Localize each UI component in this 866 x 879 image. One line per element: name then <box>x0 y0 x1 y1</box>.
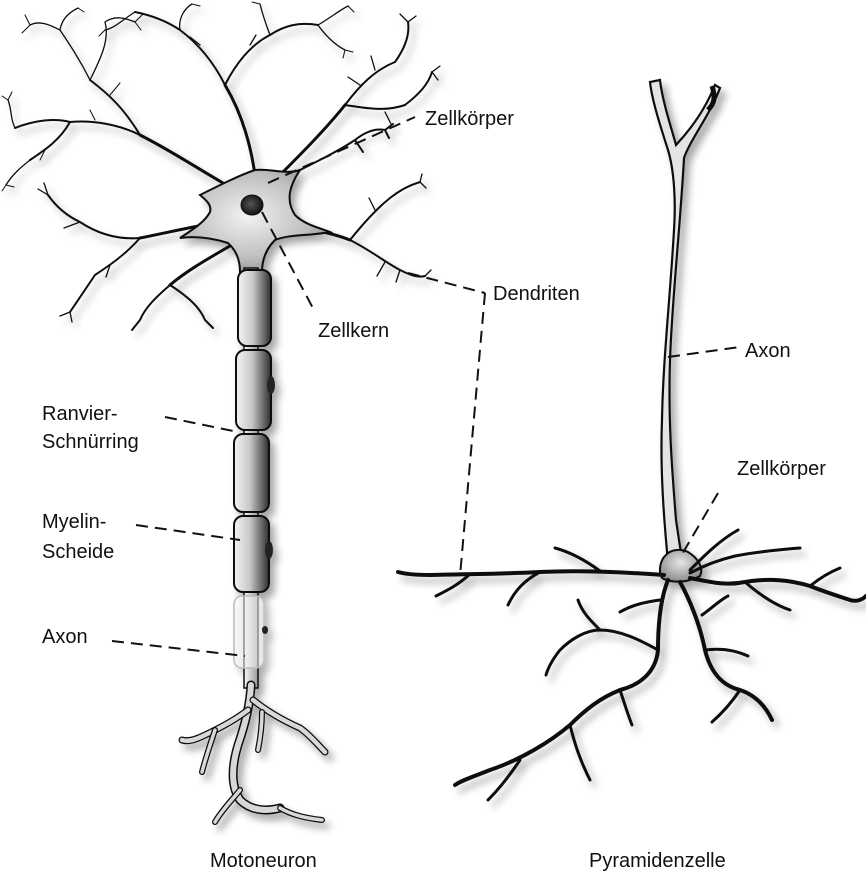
label-ranvier-line1: Ranvier- <box>42 403 118 425</box>
myelin-segments <box>234 270 275 668</box>
label-cell-body-pyramidal: Zellkörper <box>737 458 826 480</box>
label-myelin-line2: Scheide <box>42 541 114 563</box>
caption-motoneuron: Motoneuron <box>210 850 317 872</box>
pyramidal-dendrites <box>398 530 866 800</box>
leader-zellkoerper <box>268 117 415 183</box>
label-axon-pyramidal: Axon <box>745 340 791 362</box>
leader-axon-moto <box>112 641 245 656</box>
myelin-segment <box>238 270 271 346</box>
leader-dendriten <box>408 273 485 576</box>
schwann-nucleus <box>262 626 268 634</box>
label-myelin-line1: Myelin- <box>42 511 106 533</box>
leader-myelin <box>136 525 240 540</box>
label-dendrites: Dendriten <box>493 283 580 305</box>
label-axon-motoneuron: Axon <box>42 626 88 648</box>
axon-terminals <box>182 685 325 822</box>
labels: Zellkörper Zellkern Dendriten Ranvier- S… <box>42 108 826 872</box>
leader-ranvier <box>165 417 238 432</box>
pyramidal-cell <box>398 80 866 800</box>
schwann-nucleus <box>267 376 275 394</box>
label-ranvier-line2: Schnürring <box>42 431 139 453</box>
leader-axon-pyr <box>668 347 740 357</box>
motoneuron-dendrites <box>2 2 440 330</box>
label-cell-body: Zellkörper <box>425 108 514 130</box>
schwann-nucleus <box>265 541 273 559</box>
caption-pyramidal: Pyramidenzelle <box>589 850 726 872</box>
pyramidal-axon <box>650 80 720 562</box>
myelin-segment-faded <box>234 596 264 668</box>
motoneuron-nucleus <box>241 195 263 215</box>
myelin-segment <box>234 516 269 592</box>
motoneuron-soma <box>180 170 330 272</box>
label-nucleus: Zellkern <box>318 320 389 342</box>
myelin-segment <box>236 350 271 430</box>
myelin-segment <box>234 434 269 512</box>
